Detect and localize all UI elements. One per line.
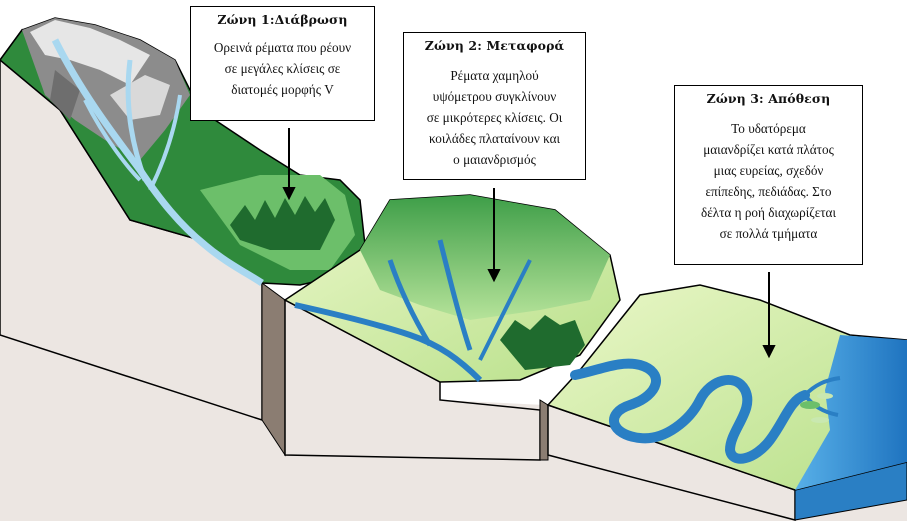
zone1-line: Ορεινά ρέματα που ρέουν: [197, 37, 368, 58]
zone1-description: Ορεινά ρέματα που ρέουν σε μεγάλες κλίσε…: [191, 37, 374, 100]
zone1-line: διατομές μορφής V: [197, 79, 368, 100]
zone2-description: Ρέματα χαμηλού υψόμετρου συγκλίνουν σε μ…: [404, 65, 585, 170]
zone3-line: μαιανδρίζει κατά πλάτος: [681, 139, 856, 160]
zone3-title: Ζώνη 3: Απόθεση: [675, 86, 862, 106]
zone2-line: ο μαιανδρισμός: [410, 149, 579, 170]
zone1-callout: Ζώνη 1:Διάβρωση Ορεινά ρέματα που ρέουν …: [190, 6, 375, 121]
zone3-line: επίπεδης, πεδιάδας. Στο: [681, 181, 856, 202]
zone2-title: Ζώνη 2: Μεταφορά: [404, 33, 585, 53]
zone2-line: κοιλάδες πλαταίνουν και: [410, 128, 579, 149]
delta-islet-3: [811, 417, 829, 423]
soil-edge-zone2: [540, 400, 548, 460]
zone2-line: Ρέματα χαμηλού: [410, 65, 579, 86]
delta-islet-2: [817, 393, 833, 399]
zone1-title: Ζώνη 1:Διάβρωση: [191, 7, 374, 27]
zone3-line: Το υδατόρεμα: [681, 118, 856, 139]
delta-islet-1: [800, 401, 820, 409]
zone3-line: σε πολλά τμήματα: [681, 223, 856, 244]
zone1-line: σε μεγάλες κλίσεις σε: [197, 58, 368, 79]
zone2-line: σε μικρότερες κλίσεις. Οι: [410, 107, 579, 128]
zone2-line: υψόμετρου συγκλίνουν: [410, 86, 579, 107]
zone3-line: δέλτα η ροή διαχωρίζεται: [681, 202, 856, 223]
zone2-callout: Ζώνη 2: Μεταφορά Ρέματα χαμηλού υψόμετρο…: [403, 32, 586, 180]
zone3-callout: Ζώνη 3: Απόθεση Το υδατόρεμα μαιανδρίζει…: [674, 85, 863, 265]
zone3-line: μιας ευρείας, σχεδόν: [681, 160, 856, 181]
zone3-description: Το υδατόρεμα μαιανδρίζει κατά πλάτος μια…: [675, 118, 862, 244]
